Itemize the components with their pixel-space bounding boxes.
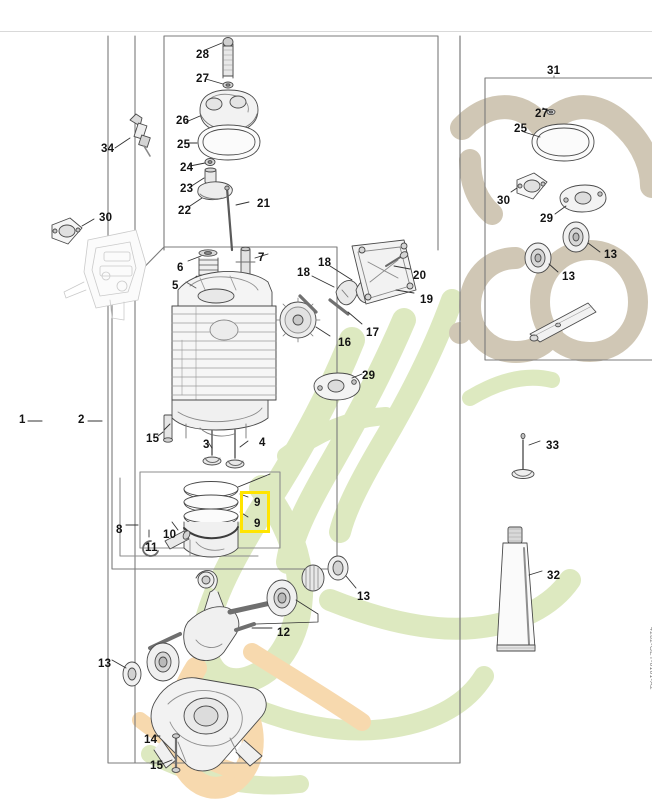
part-20-screw	[385, 251, 411, 270]
callout-25[interactable]: 25	[177, 139, 191, 151]
part-16-cam-gear	[275, 297, 331, 343]
callout-34[interactable]: 34	[101, 143, 115, 155]
callout-8[interactable]: 8	[116, 524, 123, 536]
kit-31-contents	[510, 107, 607, 343]
callout-18-b[interactable]: 18	[318, 257, 332, 269]
part-14-crankcase-cover	[150, 677, 267, 773]
callout-24[interactable]: 24	[180, 162, 194, 174]
frame-lines	[106, 35, 652, 764]
callout-7[interactable]: 7	[258, 252, 265, 264]
part-3-4-valves	[202, 429, 249, 469]
callout-9-lower[interactable]: 9	[254, 518, 261, 530]
part-17-rocker-shafts	[298, 294, 363, 325]
callout-29-a[interactable]: 29	[362, 370, 376, 382]
part-11-circlip	[142, 529, 159, 557]
callout-27[interactable]: 27	[196, 73, 210, 85]
callout-23[interactable]: 23	[180, 183, 194, 195]
callout-5[interactable]: 5	[172, 280, 179, 292]
callout-20[interactable]: 20	[413, 270, 427, 282]
callout-13-d[interactable]: 13	[562, 271, 576, 283]
callout-28[interactable]: 28	[196, 49, 210, 61]
callout-32[interactable]: 32	[547, 570, 561, 582]
callout-15-b[interactable]: 15	[150, 760, 164, 772]
top-rule	[0, 31, 652, 32]
callout-3[interactable]: 3	[203, 439, 210, 451]
callout-9-upper[interactable]: 9	[254, 497, 261, 509]
part-24-washer	[189, 158, 216, 167]
part-32-sealant-tube	[496, 526, 543, 652]
part-21-push-rod	[224, 185, 250, 252]
callout-27-kit[interactable]: 27	[535, 108, 549, 120]
part-34-spark-plug	[114, 113, 151, 157]
callout-17[interactable]: 17	[366, 327, 380, 339]
callout-10[interactable]: 10	[163, 529, 177, 541]
callout-2[interactable]: 2	[78, 414, 85, 426]
part-12-crankshaft	[111, 555, 357, 687]
callout-12[interactable]: 12	[277, 627, 291, 639]
callout-14[interactable]: 14	[144, 734, 158, 746]
carburetor-ghost	[63, 229, 147, 321]
part-27-washer	[205, 78, 234, 89]
part-piston-group	[183, 473, 271, 558]
callout-4[interactable]: 4	[259, 437, 266, 449]
part-28-screw	[204, 37, 234, 79]
callout-13-a[interactable]: 13	[357, 591, 371, 603]
callout-11[interactable]: 11	[145, 542, 158, 554]
part-25-valve-cover-gasket	[185, 124, 261, 161]
callout-19[interactable]: 19	[420, 294, 434, 306]
callout-1[interactable]: 1	[19, 414, 26, 426]
part-33-valve	[511, 432, 541, 479]
callout-6[interactable]: 6	[177, 262, 184, 274]
callout-30-a[interactable]: 30	[99, 212, 113, 224]
callout-31[interactable]: 31	[547, 65, 561, 77]
part-22-breather-plate	[189, 181, 233, 207]
part-23-spacer	[189, 167, 217, 188]
callout-18-a[interactable]: 18	[297, 267, 311, 279]
part-15-screw-top	[163, 423, 171, 431]
part-30-carb-gasket	[51, 217, 95, 245]
drawing-code: 4282-GET-0101-A2	[648, 627, 652, 690]
callout-33[interactable]: 33	[546, 440, 560, 452]
callout-13-b[interactable]: 13	[98, 658, 112, 670]
callout-25-kit[interactable]: 25	[514, 123, 528, 135]
callout-30-b[interactable]: 30	[497, 195, 511, 207]
callout-16[interactable]: 16	[338, 337, 352, 349]
part-cylinder-assembly	[157, 271, 277, 443]
callout-29-b[interactable]: 29	[540, 213, 554, 225]
bracket-ticks	[27, 420, 139, 526]
callout-13-c[interactable]: 13	[604, 249, 618, 261]
part-6-spring-retainer	[187, 249, 218, 262]
selected-part-highlight[interactable]	[240, 491, 270, 533]
callout-26[interactable]: 26	[176, 115, 190, 127]
callout-22[interactable]: 22	[178, 205, 192, 217]
callout-21[interactable]: 21	[257, 198, 271, 210]
part-10-piston-pin	[164, 521, 191, 550]
part-29-intake-gasket	[313, 372, 363, 401]
callout-15-a[interactable]: 15	[146, 433, 160, 445]
